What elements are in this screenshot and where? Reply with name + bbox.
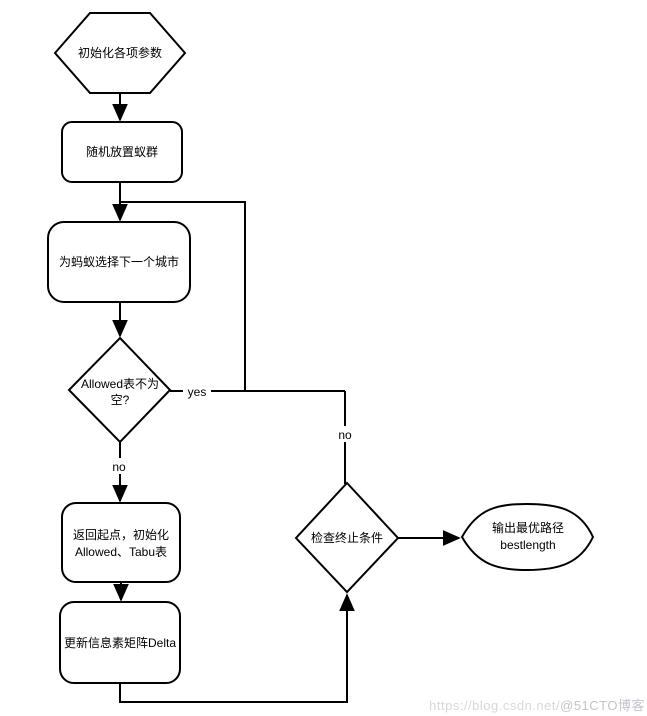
edge-label-termination-no: no [338,428,352,442]
watermark-url: https://blog.csdn.net/ [429,698,561,713]
node-select-next-city-label: 为蚂蚁选择下一个城市 [59,254,179,269]
edge-update-pheromone-to-termination-check [119,593,355,703]
node-output-best-path [460,502,595,572]
node-place-ants-randomly [61,121,183,183]
edge-label-yes-bg [183,383,211,399]
node-return-to-start-label-line1: 返回起点，初始化 [73,528,169,542]
edge-label-no1-bg [108,458,130,474]
node-allowed-check-label-line1: Allowed表不为 [81,377,159,391]
node-initialize-parameters [53,12,187,94]
node-output-best-path-label-line1: 输出最优路径 [492,520,564,535]
edge-label-allowed-yes: yes [188,385,207,399]
node-update-pheromone-label: 更新信息素矩阵Delta [64,635,176,650]
node-termination-check-label: 检查终止条件 [311,530,383,545]
node-return-to-start-label-line2: Allowed、Tabu表 [75,545,167,559]
edge-loop-back-to-select-city [120,201,246,391]
node-allowed-check-label-line2: 空? [111,393,130,407]
edge-label-no2-bg [334,426,356,442]
node-update-pheromone [59,601,181,684]
edge-label-allowed-no: no [112,460,126,474]
node-initialize-parameters-label: 初始化各项参数 [78,45,162,60]
node-place-ants-randomly-label: 随机放置蚁群 [86,144,158,159]
node-allowed-check [67,336,172,444]
watermark-handle: @51CTO博客 [560,698,645,713]
watermark: https://blog.csdn.net/@51CTO博客 [429,695,645,714]
node-output-best-path-label-line2: bestlength [500,538,555,552]
node-termination-check [294,481,400,594]
node-select-next-city [47,221,191,303]
node-return-to-start [61,502,181,583]
